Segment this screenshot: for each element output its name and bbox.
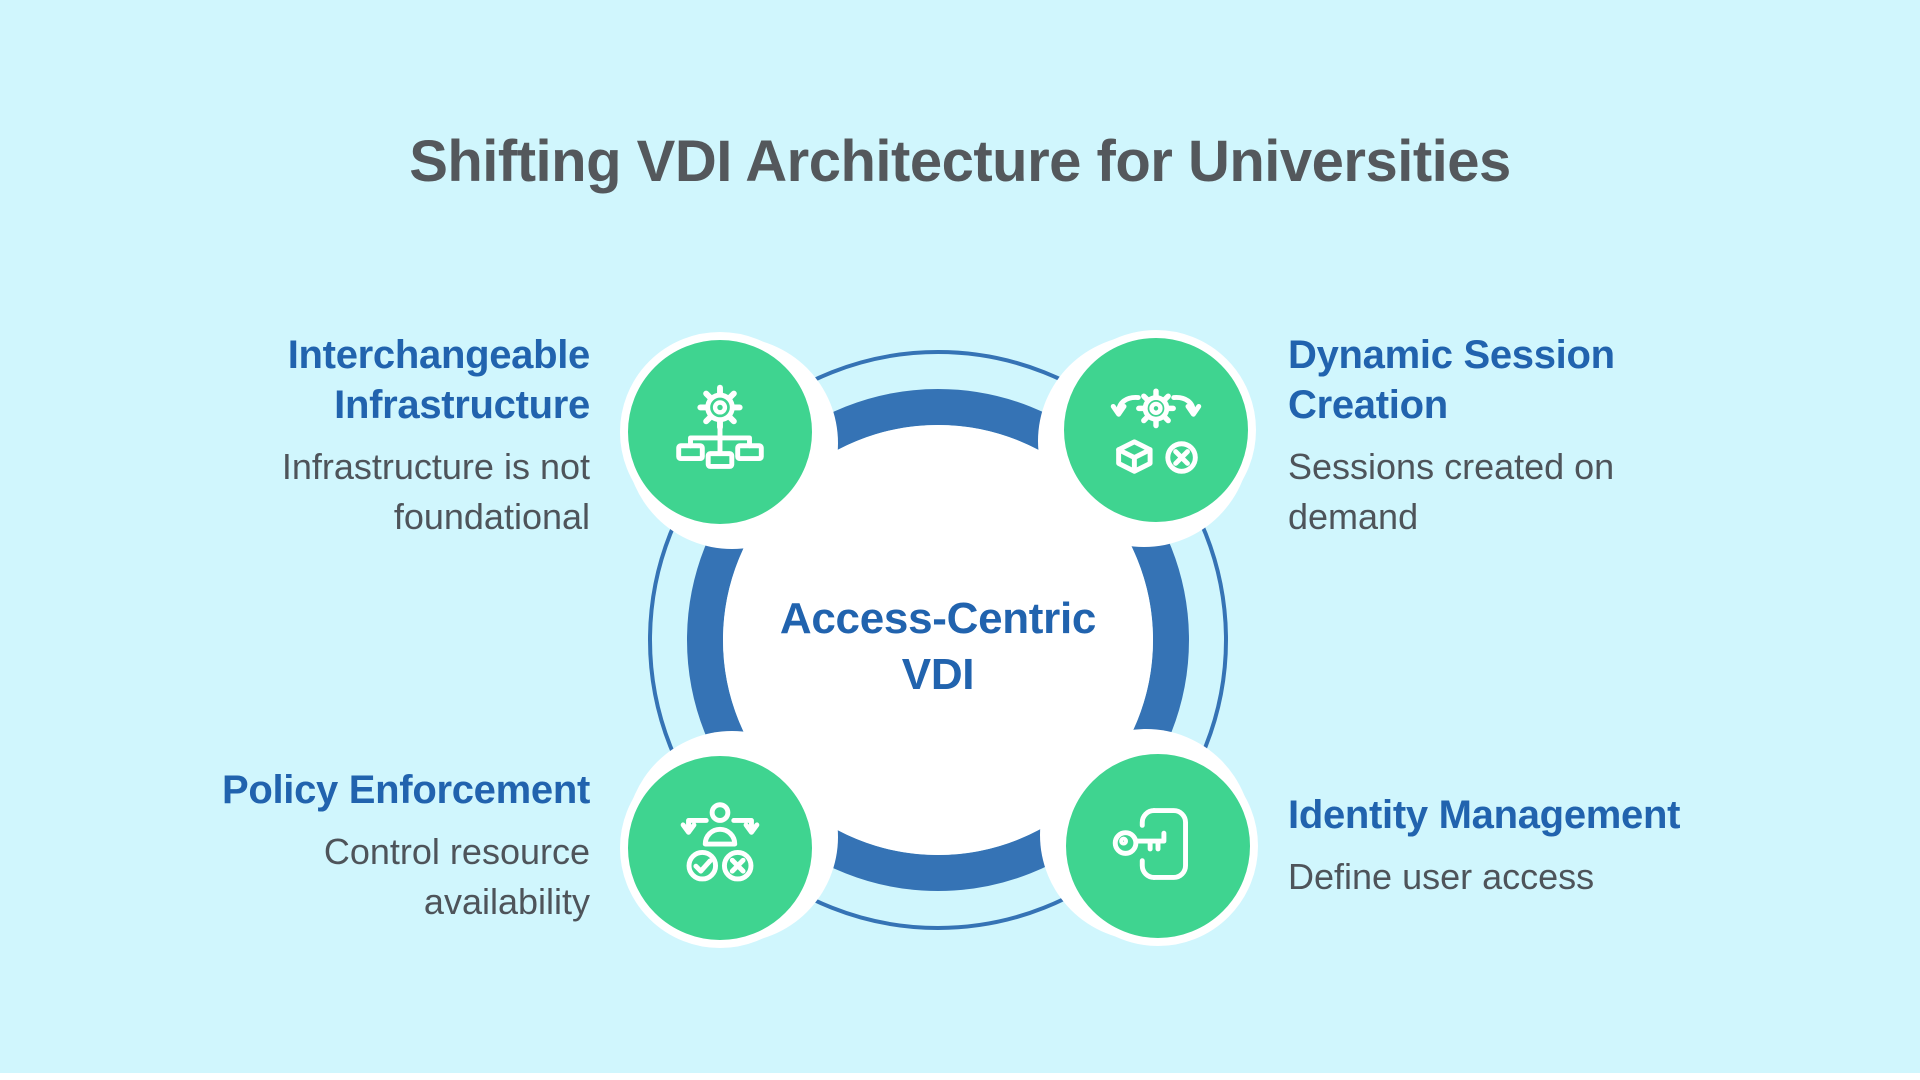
node-dynamic-session-creation (1056, 330, 1256, 530)
item-dynamic-session-creation: Dynamic Session Creation Sessions create… (1288, 330, 1748, 542)
item-policy-enforcement: Policy Enforcement Control resource avai… (150, 765, 590, 927)
item-description: Define user access (1288, 856, 1595, 897)
node-policy-enforcement (620, 748, 820, 948)
key-access-icon (1112, 808, 1188, 880)
user-decision-approve-deny-icon (680, 802, 760, 882)
item-title: Policy Enforcement (221, 768, 590, 812)
item-description: Control resource availability (323, 831, 590, 922)
outer-thin-circle (648, 350, 1228, 930)
page-title: Shifting VDI Architecture for Universiti… (409, 129, 1511, 194)
node-interchangeable-infrastructure (620, 332, 820, 532)
item-title: Dynamic Session Creation (1288, 333, 1615, 427)
gear-hierarchy-icon (676, 384, 764, 469)
gear-routing-cube-cancel-icon (1110, 388, 1202, 474)
bottom-white-strip (0, 1073, 1920, 1080)
item-description: Sessions created on demand (1288, 446, 1615, 537)
item-interchangeable-infrastructure: Interchangeable Infrastructure Infrastru… (110, 330, 590, 542)
item-identity-management: Identity Management Define user access (1288, 790, 1808, 902)
item-title: Identity Management (1288, 793, 1681, 837)
item-description: Infrastructure is not foundational (281, 446, 590, 537)
center-label: Access-Centric VDI (779, 594, 1097, 699)
node-identity-management (1058, 746, 1258, 946)
item-title: Interchangeable Infrastructure (287, 333, 591, 427)
